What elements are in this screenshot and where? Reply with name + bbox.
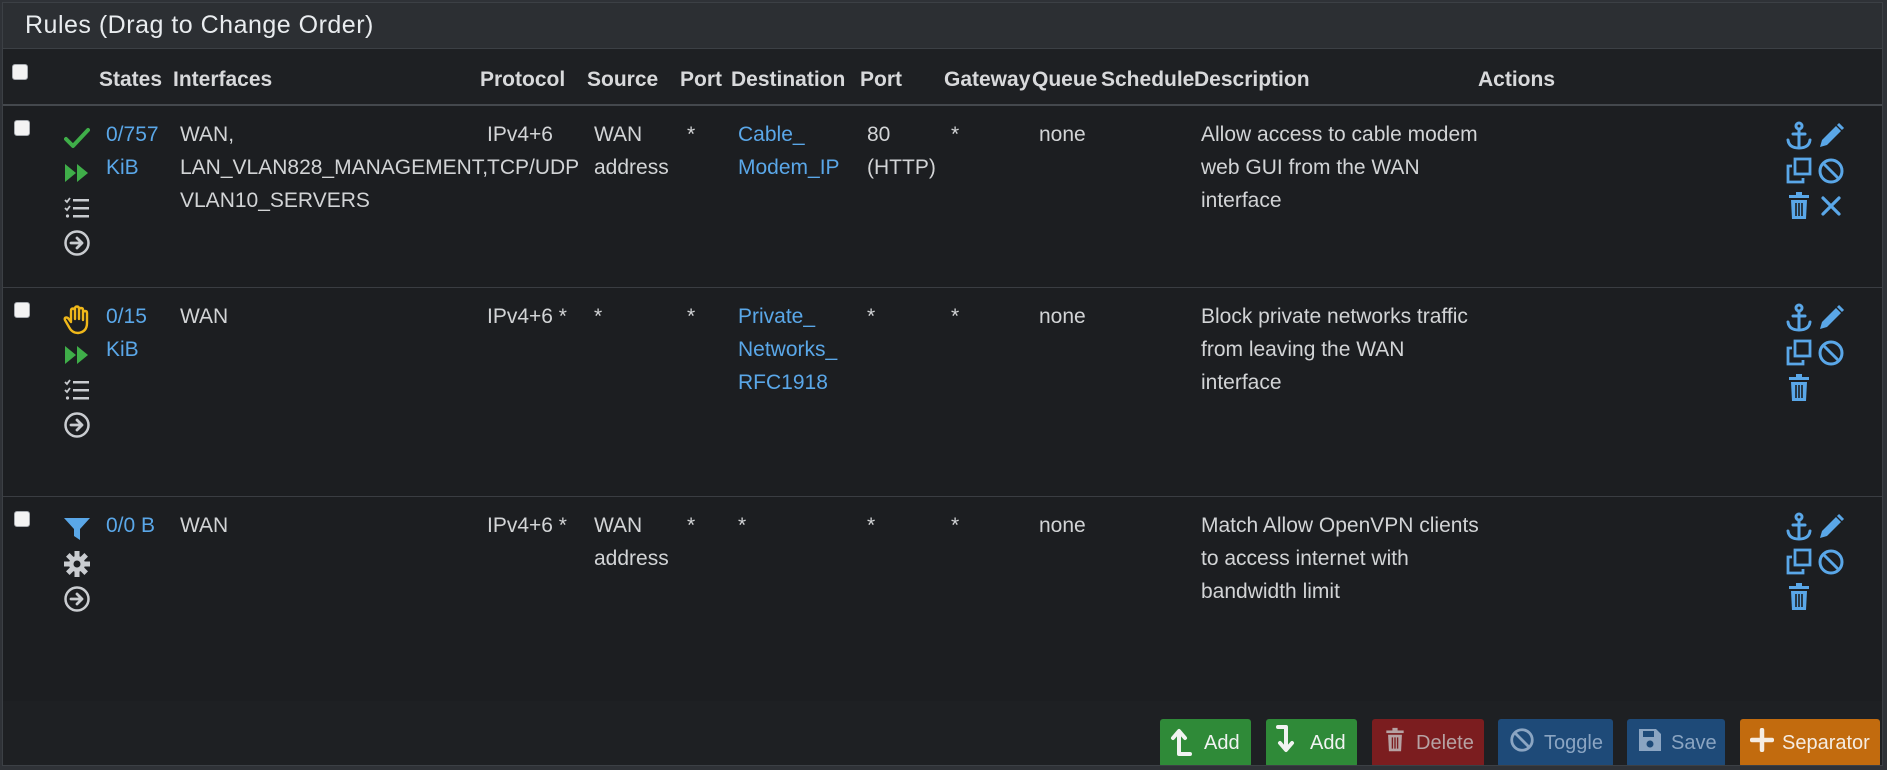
- col-interfaces[interactable]: Interfaces: [173, 68, 273, 91]
- col-states[interactable]: States: [99, 68, 163, 91]
- save-button[interactable]: Save: [1627, 719, 1725, 765]
- trash-icon[interactable]: [1784, 191, 1814, 221]
- destination-value[interactable]: Private_Networks_RFC1918: [738, 305, 838, 394]
- source-port-value: *: [687, 514, 696, 537]
- trash-icon[interactable]: [1784, 582, 1814, 612]
- arrow-up-turn-icon: [1170, 724, 1196, 762]
- protocol-value: IPv4+6 *: [487, 305, 567, 328]
- queue-value: none: [1039, 123, 1086, 146]
- col-queue[interactable]: Queue: [1032, 68, 1098, 91]
- col-gateway[interactable]: Gateway: [944, 68, 1031, 91]
- route-icon[interactable]: [61, 407, 93, 442]
- row-checkbox[interactable]: [14, 302, 30, 318]
- separator-button[interactable]: Separator: [1740, 719, 1880, 765]
- filter-match-icon[interactable]: [61, 511, 93, 546]
- edit-pencil-icon[interactable]: [1816, 121, 1846, 151]
- table-header: States Interfaces Protocol Source Port D…: [3, 49, 1882, 106]
- check-icon[interactable]: [61, 120, 93, 155]
- col-destination-port[interactable]: Port: [860, 68, 902, 91]
- col-actions: Actions: [1478, 68, 1556, 91]
- gateway-value: *: [951, 123, 960, 146]
- edit-pencil-icon[interactable]: [1816, 512, 1846, 542]
- trash-icon: [1382, 725, 1408, 761]
- row-actions: [1784, 118, 1864, 223]
- block-hand-icon[interactable]: [61, 302, 93, 337]
- interfaces-value: WAN,LAN_VLAN828_MANAGEMENT,VLAN10_SERVER…: [180, 123, 489, 212]
- add-top-button[interactable]: Add: [1160, 719, 1251, 765]
- copy-icon[interactable]: [1784, 156, 1814, 186]
- disable-icon: [1508, 726, 1536, 760]
- col-source[interactable]: Source: [587, 68, 659, 91]
- select-all-checkbox[interactable]: [12, 64, 28, 80]
- delete-button[interactable]: Delete: [1372, 719, 1484, 765]
- panel-title: Rules (Drag to Change Order): [3, 3, 1882, 49]
- col-source-port[interactable]: Port: [680, 68, 722, 91]
- log-icon[interactable]: [61, 337, 93, 372]
- col-description[interactable]: Description: [1194, 68, 1310, 91]
- advanced-list-icon[interactable]: [61, 372, 93, 407]
- row-actions: [1784, 509, 1864, 614]
- row-actions: [1784, 300, 1864, 405]
- delete-x-icon[interactable]: [1816, 191, 1846, 221]
- floppy-save-icon: [1637, 727, 1663, 759]
- gateway-value: *: [951, 305, 960, 328]
- states-value[interactable]: 0/0 B: [106, 514, 156, 537]
- route-icon[interactable]: [61, 225, 93, 260]
- gear-icon[interactable]: [61, 546, 93, 581]
- destination-value: *: [738, 514, 747, 537]
- route-icon[interactable]: [61, 581, 93, 616]
- trash-icon[interactable]: [1784, 373, 1814, 403]
- toggle-button[interactable]: Toggle: [1498, 719, 1613, 765]
- arrow-down-turn-icon: [1276, 724, 1302, 762]
- disable-icon[interactable]: [1816, 547, 1846, 577]
- row-checkbox[interactable]: [14, 120, 30, 136]
- plus-icon: [1749, 727, 1775, 758]
- log-icon[interactable]: [61, 155, 93, 190]
- destination-port-value: 80(HTTP): [867, 123, 936, 179]
- disable-icon[interactable]: [1816, 338, 1846, 368]
- anchor-icon[interactable]: [1784, 121, 1814, 151]
- interfaces-value: WAN: [180, 514, 229, 537]
- interfaces-value: WAN: [180, 305, 229, 328]
- source-value: *: [594, 305, 603, 328]
- queue-value: none: [1039, 514, 1086, 537]
- table-footer: Add Add Delete Toggle Save Separator: [3, 701, 1882, 765]
- gateway-value: *: [951, 514, 960, 537]
- advanced-list-icon[interactable]: [61, 190, 93, 225]
- anchor-icon[interactable]: [1784, 303, 1814, 333]
- row-checkbox[interactable]: [14, 511, 30, 527]
- source-port-value: *: [687, 305, 696, 328]
- protocol-value: IPv4+6 *: [487, 514, 567, 537]
- disable-icon[interactable]: [1816, 156, 1846, 186]
- col-destination[interactable]: Destination: [731, 68, 846, 91]
- edit-pencil-icon[interactable]: [1816, 303, 1846, 333]
- copy-icon[interactable]: [1784, 338, 1814, 368]
- col-protocol[interactable]: Protocol: [480, 68, 566, 91]
- add-bottom-button[interactable]: Add: [1266, 719, 1357, 765]
- destination-port-value: *: [867, 305, 876, 328]
- destination-value[interactable]: Cable_Modem_IP: [738, 123, 840, 179]
- source-port-value: *: [687, 123, 696, 146]
- copy-icon[interactable]: [1784, 547, 1814, 577]
- col-schedule[interactable]: Schedule: [1101, 68, 1195, 91]
- queue-value: none: [1039, 305, 1086, 328]
- anchor-icon[interactable]: [1784, 512, 1814, 542]
- destination-port-value: *: [867, 514, 876, 537]
